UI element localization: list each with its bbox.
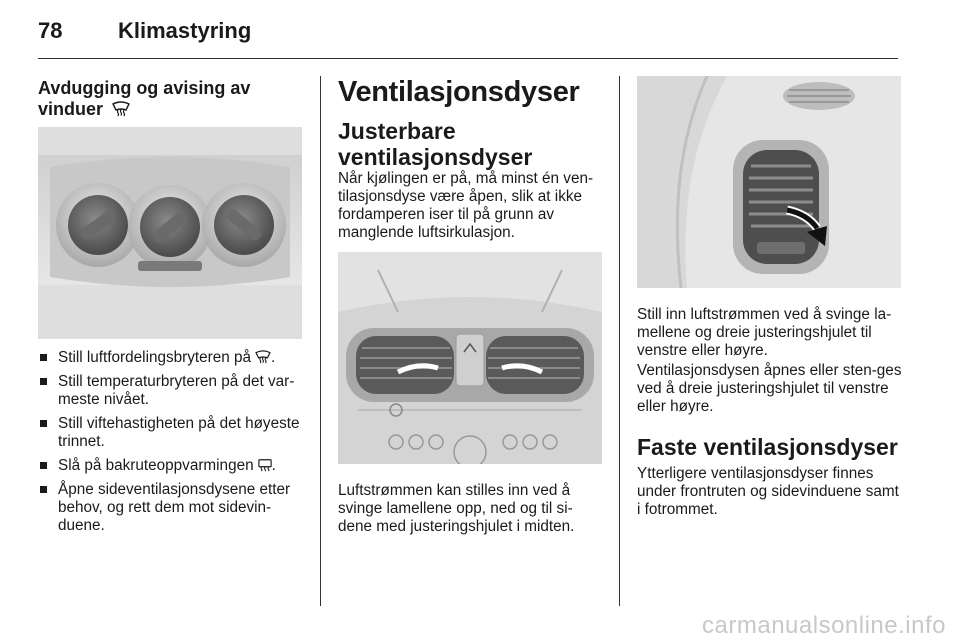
header-divider <box>38 58 898 59</box>
step-suffix: . <box>271 349 276 366</box>
watermark-text: carmanualsonline.info <box>702 612 946 639</box>
adjustable-vents-intro: Når kjølingen er på, må minst én ven-til… <box>338 170 594 241</box>
adjustable-vents-line1: Justerbare <box>338 118 456 144</box>
defrost-steps-list: Still luftfordelingsbryteren på. Still t… <box>38 349 304 541</box>
center-vents-caption: Luftstrømmen kan stilles inn ved å sving… <box>338 482 575 535</box>
step-text: Åpne sideventilasjonsdysene etter behov,… <box>58 481 291 534</box>
adjustable-vents-heading: Justerbare ventilasjonsdyser <box>338 118 613 170</box>
adjustable-vents-line2: ventilasjonsdyser <box>338 144 533 170</box>
defrost-heading-line1: Avdugging og avising av <box>38 78 251 98</box>
page-number: 78 <box>38 18 63 43</box>
center-vents-photo <box>338 252 602 464</box>
step-text: Still viftehastigheten på det høyeste tr… <box>58 415 300 450</box>
column-divider-1 <box>320 76 321 606</box>
ventilation-title: Ventilasjonsdyser <box>338 76 580 108</box>
defrost-heading: Avdugging og avising av vinduer <box>38 78 308 120</box>
list-item: Still temperaturbryteren på det var-mest… <box>38 373 304 409</box>
list-item: Slå på bakruteoppvarmingen. <box>38 457 304 475</box>
side-vent-adjust-text: Still inn luftstrømmen ved å svinge la-m… <box>637 306 892 359</box>
list-item: Åpne sideventilasjonsdysene etter behov,… <box>38 481 304 535</box>
step-text: Still temperaturbryteren på det var-mest… <box>58 373 295 408</box>
chapter-title: Klimastyring <box>118 18 252 43</box>
side-vent-open-text: Ventilasjonsdysen åpnes eller sten-ges v… <box>637 362 902 415</box>
windshield-defrost-icon <box>255 350 271 364</box>
rear-window-heat-icon <box>257 459 272 472</box>
column-divider-2 <box>619 76 620 606</box>
step-suffix: . <box>271 457 276 474</box>
side-vent-photo <box>637 76 901 288</box>
defrost-heading-line2: vinduer <box>38 99 104 119</box>
windshield-defrost-icon <box>112 101 130 117</box>
list-item: Still luftfordelingsbryteren på. <box>38 349 304 367</box>
step-text: Still luftfordelingsbryteren på <box>58 349 252 366</box>
fixed-vents-heading: Faste ventilasjonsdyser <box>637 434 898 460</box>
step-text: Slå på bakruteoppvarmingen <box>58 457 254 474</box>
climate-control-knobs-photo <box>38 127 302 339</box>
list-item: Still viftehastigheten på det høyeste tr… <box>38 415 304 451</box>
fixed-vents-text: Ytterligere ventilasjonsdyser finnes und… <box>637 465 899 518</box>
